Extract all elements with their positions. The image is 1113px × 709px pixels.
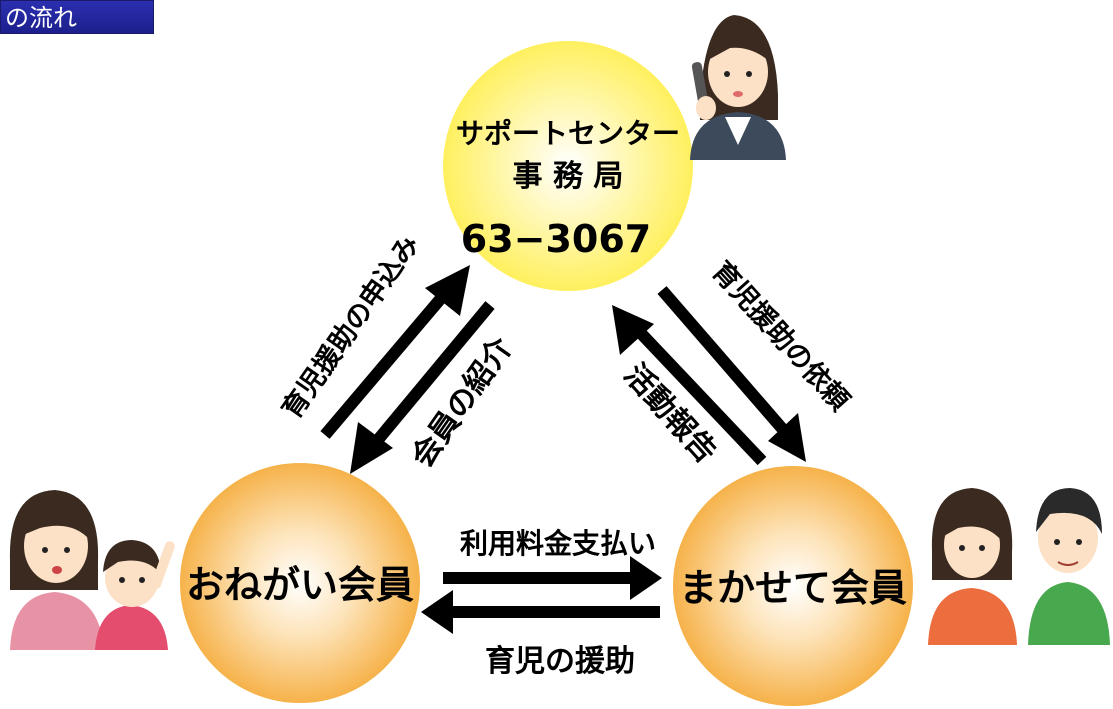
- label-fee-payment: 利用料金支払い: [460, 527, 656, 560]
- label-childcare-help: 育児の援助: [485, 644, 635, 679]
- label-request: 育児援助の依頼: [706, 255, 857, 418]
- left-member-circle: [180, 463, 420, 703]
- label-member-introduction: 会員の紹介: [405, 330, 520, 474]
- support-center-circle: [443, 41, 693, 291]
- label-activity-report: 活動報告: [617, 357, 723, 470]
- arrow-right-to-center: [612, 305, 767, 466]
- arrow-center-to-right: [657, 286, 806, 462]
- arrow-center-to-left: [350, 301, 495, 474]
- arrow-left-to-right: [443, 556, 662, 600]
- center-phone: 63−3067: [461, 217, 651, 261]
- label-application: 育児援助の申込み: [276, 229, 426, 424]
- staff-illustration: [690, 15, 786, 160]
- arrow-right-to-left: [421, 590, 660, 634]
- left-member-label: おねがい会員: [186, 563, 414, 607]
- mother-child-illustration: [9, 490, 175, 650]
- center-name-line1: サポートセンター: [456, 117, 680, 150]
- right-member-circle: [673, 466, 913, 706]
- center-name-line2: 事 務 局: [513, 159, 624, 194]
- arrow-left-to-center: [320, 265, 470, 439]
- section-title: の流れ: [5, 4, 77, 32]
- supporters-illustration: [928, 488, 1110, 645]
- right-member-label: まかせて会員: [679, 566, 907, 610]
- section-title-tab: の流れ: [0, 0, 154, 34]
